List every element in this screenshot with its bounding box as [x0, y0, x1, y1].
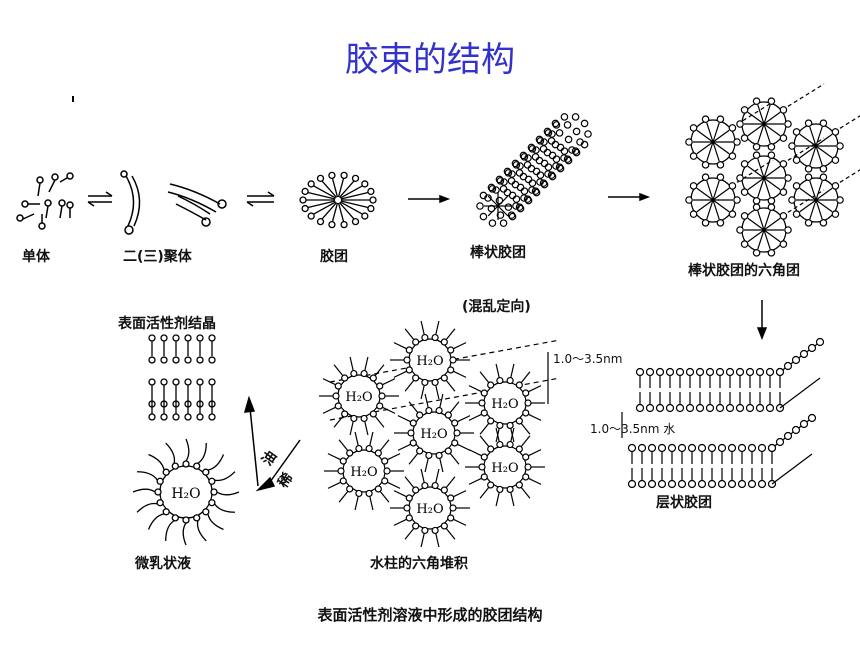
label-rod-micelle: 棒状胶团 [470, 245, 526, 261]
h2o-label-column: H₂O [345, 390, 372, 405]
dimer-group [120, 170, 227, 235]
label-monomer: 单体 [22, 249, 50, 265]
label-dimer: 二(三)聚体 [123, 249, 192, 265]
page-title: 胶束的结构 [345, 40, 515, 80]
forward-arrow [408, 192, 651, 204]
h2o-label-column: H₂O [491, 397, 518, 412]
label-dim2: 1.0～3.5nm 水 [590, 422, 676, 436]
h2o-label-column: H₂O [491, 461, 518, 476]
h2o-label-column: H₂O [416, 502, 443, 517]
figure-caption: 表面活性剂溶液中形成的胶团结构 [317, 606, 543, 624]
h2o-label-micro: H₂O [171, 486, 200, 502]
equilibrium-arrow [87, 191, 275, 207]
label-hex-rod: 棒状胶团的六角团 [688, 263, 800, 279]
hexagonal-rods [685, 83, 860, 257]
down-arrow [756, 300, 768, 341]
h2o-label-column: H₂O [420, 427, 447, 442]
water-column-packing: H₂O H₂O H₂O H₂O H₂O H₂O H₂O [319, 320, 561, 548]
label-dim1: 1.0～3.5nm [553, 352, 623, 366]
label-microemulsion: 微乳状液 [135, 556, 191, 572]
label-layer-micelle: 层状胶团 [656, 495, 712, 511]
rod-micelle [476, 113, 592, 227]
monomer-group [16, 172, 74, 230]
h2o-label-column: H₂O [350, 465, 377, 480]
micelle-sphere [299, 171, 377, 229]
microemulsion-droplet: H₂O [132, 438, 240, 546]
h2o-label-column: H₂O [416, 354, 443, 369]
label-micelle: 胶团 [320, 249, 348, 265]
label-water-hex: 水柱的六角堆积 [370, 556, 468, 572]
lamellar-micelle [547, 337, 825, 489]
label-crystal: 表面活性剂结晶 [118, 316, 216, 332]
label-disorder: (混乱定向) [462, 299, 531, 315]
oil-dilution-arrow [243, 395, 301, 492]
surfactant-crystal [148, 334, 216, 421]
